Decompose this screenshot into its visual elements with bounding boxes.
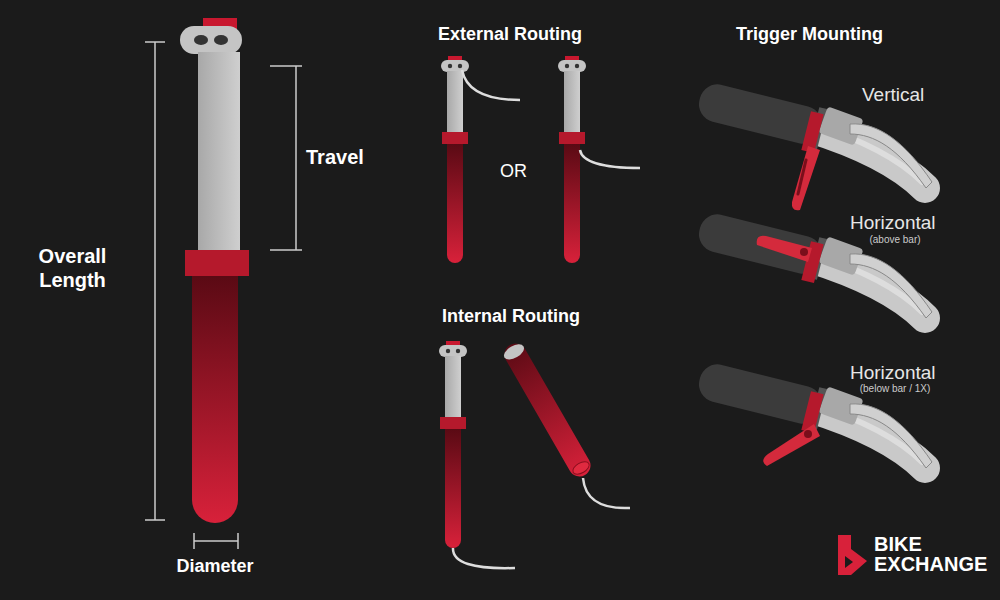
option-word: OR xyxy=(500,161,527,183)
dimension-label: Diameter xyxy=(160,556,270,578)
travel-line xyxy=(295,66,297,250)
dimension-tick xyxy=(193,533,195,549)
bolt-hole xyxy=(194,35,208,45)
dimension-tick xyxy=(145,41,165,43)
mount-note: (above bar) xyxy=(845,234,945,246)
lower-tube xyxy=(192,276,238,523)
cable xyxy=(583,478,630,508)
cable xyxy=(462,70,520,100)
dimension-lines xyxy=(145,42,302,549)
mount-label: Horizontal xyxy=(850,212,936,235)
section-heading: External Routing xyxy=(438,24,582,46)
lower-tube-tilted xyxy=(500,340,594,481)
tube-top xyxy=(501,341,526,362)
logo-cut xyxy=(845,556,853,568)
cable xyxy=(580,150,640,168)
trigger-slot xyxy=(798,160,806,194)
dimension-tick xyxy=(270,249,302,251)
dimension-tick xyxy=(145,519,165,521)
trigger-bolt xyxy=(804,430,812,438)
mount-label: Horizontal xyxy=(850,362,936,385)
trigger-lever xyxy=(792,146,820,210)
post-head xyxy=(180,26,242,54)
trigger-lever xyxy=(757,236,812,262)
dimension-label: Overall Length xyxy=(30,244,115,292)
tube-body xyxy=(500,340,594,481)
trigger-lever xyxy=(763,424,820,466)
mount-note: (below bar / 1X) xyxy=(845,383,945,395)
trigger-clamp xyxy=(801,111,823,153)
handlebar-vertical xyxy=(695,79,932,211)
diameter-line xyxy=(194,540,238,542)
tube-bottom xyxy=(571,459,592,477)
main-dropper-post xyxy=(180,18,249,523)
external-post xyxy=(441,56,469,263)
logo-text: BIKE EXCHANGE xyxy=(874,534,986,574)
dimension-tick xyxy=(237,533,239,549)
cable xyxy=(453,548,515,568)
section-heading: Internal Routing xyxy=(442,306,580,328)
section-heading: Trigger Mounting xyxy=(736,24,883,46)
dimension-tick xyxy=(270,65,302,67)
collar xyxy=(185,250,249,276)
overall-length-line xyxy=(154,42,156,520)
logo-mark xyxy=(838,535,867,575)
trigger-bolt xyxy=(800,248,808,256)
handlebar xyxy=(695,79,932,188)
mount-label: Vertical xyxy=(862,84,924,107)
bolt-hole xyxy=(214,35,228,45)
external-post xyxy=(558,56,586,263)
stanchion xyxy=(198,52,240,252)
internal-post xyxy=(439,341,467,548)
logo-shape xyxy=(838,535,867,575)
dimension-label: Travel xyxy=(306,145,364,169)
